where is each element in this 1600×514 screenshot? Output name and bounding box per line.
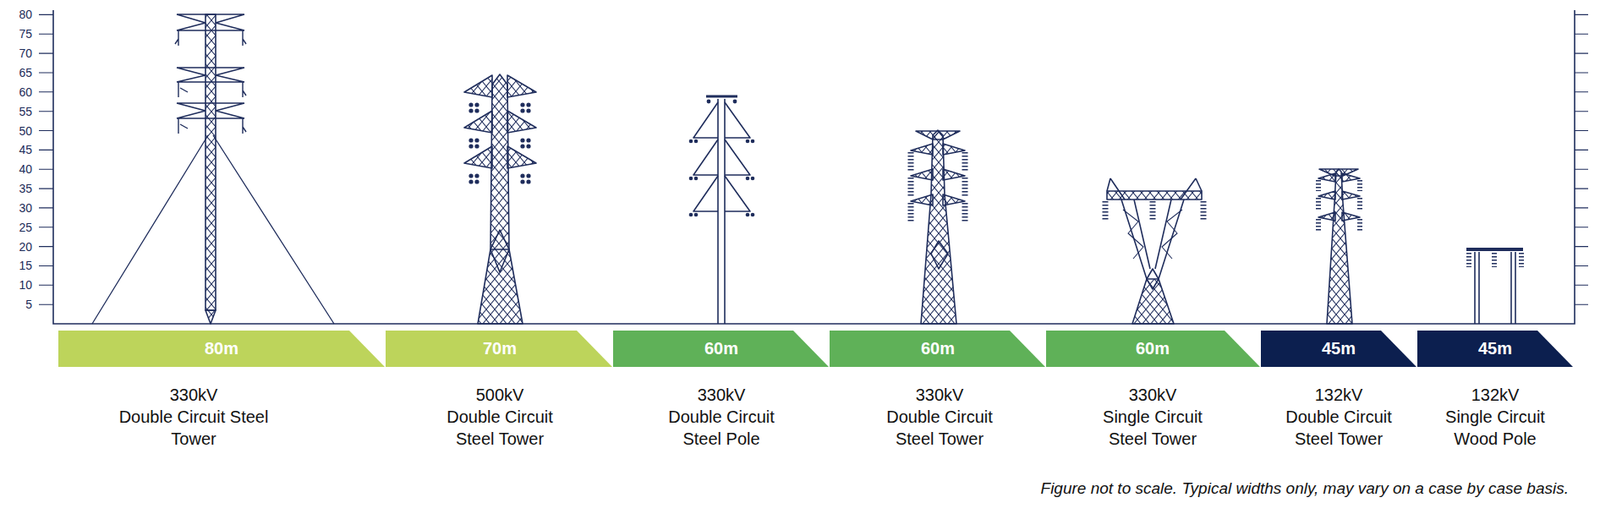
width-value: 70m	[482, 330, 517, 368]
structure-description: 330kVSingle Circuit Steel Tower	[1084, 383, 1221, 450]
axis-number: 25	[6, 220, 33, 235]
lattice-tower	[464, 74, 537, 324]
axis-number: 65	[6, 65, 33, 80]
width-value: 60m	[1135, 330, 1170, 368]
lattice-tower	[1105, 178, 1204, 324]
voltage-label: 330kV	[653, 383, 790, 406]
width-band: 60m330kVSingle Circuit Steel Tower	[1046, 330, 1261, 368]
guyed-mast	[92, 14, 335, 324]
lattice-tower	[910, 130, 965, 324]
structure-description: 330kVDouble Circuit Steel Tower	[103, 383, 285, 450]
figure-note: Figure not to scale. Typical widths only…	[1041, 479, 1569, 499]
width-band: 70m500kVDouble Circuit Steel Tower	[385, 330, 613, 368]
voltage-label: 132kV	[1271, 383, 1407, 406]
structure-type: Double Circuit Steel Pole	[653, 405, 790, 450]
voltage-label: 330kV	[871, 383, 1008, 406]
axis-number: 10	[6, 278, 33, 292]
width-value: 60m	[704, 330, 739, 368]
structure-type: Single Circuit Steel Tower	[1084, 405, 1221, 450]
structure-description: 330kVDouble Circuit Steel Tower	[871, 383, 1008, 450]
axis-number: 55	[6, 104, 33, 119]
structure-type: Double Circuit Steel Tower	[103, 405, 285, 450]
axis-number: 5	[6, 297, 33, 312]
width-band: 60m330kVDouble Circuit Steel Pole	[613, 330, 829, 368]
lattice-tower	[1318, 169, 1360, 324]
axis-number: 20	[6, 240, 33, 254]
axis-number: 75	[6, 27, 33, 41]
axis	[38, 10, 1589, 324]
width-value: 80m	[204, 330, 239, 368]
width-band: 60m330kVDouble Circuit Steel Tower	[829, 330, 1046, 368]
width-value: 45m	[1478, 330, 1513, 368]
axis-number: 45	[6, 142, 33, 157]
axis-number: 15	[6, 258, 33, 273]
axis-number: 80	[6, 7, 33, 22]
width-value: 45m	[1321, 330, 1356, 368]
structure-type: Single Circuit Wood Pole	[1427, 405, 1563, 450]
width-band: 80m330kVDouble Circuit Steel Tower	[58, 330, 385, 368]
axis-number: 50	[6, 124, 33, 138]
structure-type: Double Circuit Steel Tower	[432, 405, 568, 450]
axis-number: 40	[6, 162, 33, 176]
structure-description: 500kVDouble Circuit Steel Tower	[432, 383, 568, 450]
voltage-label: 330kV	[1084, 383, 1221, 406]
steel-pole	[689, 96, 756, 324]
wood-pole	[1466, 249, 1524, 324]
structure-description: 330kVDouble Circuit Steel Pole	[653, 383, 790, 450]
structure-type: Double Circuit Steel Tower	[871, 405, 1008, 450]
axis-number: 60	[6, 85, 33, 99]
voltage-label: 132kV	[1427, 383, 1563, 406]
axis-number: 35	[6, 181, 33, 196]
width-band: 45m132kVSingle Circuit Wood Pole	[1417, 330, 1573, 368]
structure-description: 132kVDouble Circuit Steel Tower	[1271, 383, 1407, 450]
voltage-label: 330kV	[103, 383, 285, 406]
width-value: 60m	[920, 330, 955, 368]
axis-number: 70	[6, 46, 33, 61]
width-band: 45m132kVDouble Circuit Steel Tower	[1260, 330, 1417, 368]
structure-description: 132kVSingle Circuit Wood Pole	[1427, 383, 1563, 450]
axis-number: 30	[6, 201, 33, 215]
structure-type: Double Circuit Steel Tower	[1271, 405, 1407, 450]
voltage-label: 500kV	[432, 383, 568, 406]
